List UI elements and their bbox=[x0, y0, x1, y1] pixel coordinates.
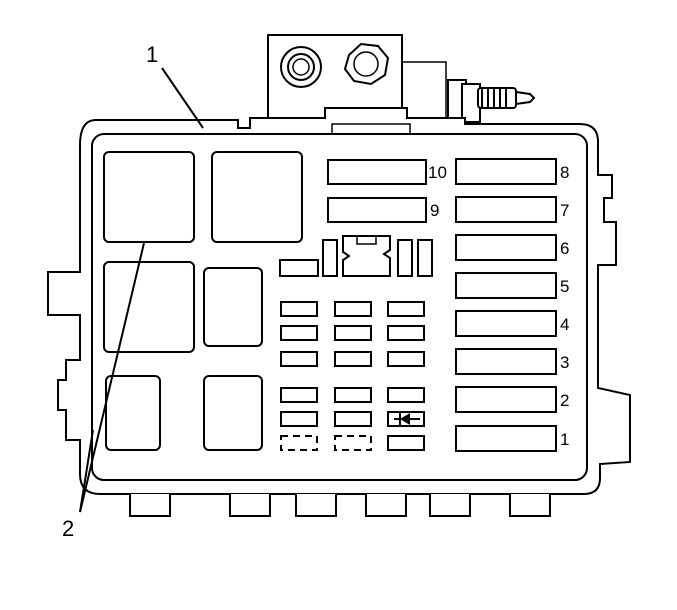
mini-fuse bbox=[280, 301, 318, 317]
empty-fuse-slot bbox=[334, 435, 372, 451]
bracket-stud-left bbox=[280, 46, 322, 88]
mini-fuse bbox=[334, 301, 372, 317]
relay-grid bbox=[103, 151, 303, 451]
mini-fuse bbox=[387, 351, 425, 367]
callout-2: 2 bbox=[62, 242, 145, 541]
mini-fuse bbox=[280, 325, 318, 341]
bracket-nut-right bbox=[343, 42, 390, 86]
relay bbox=[105, 375, 161, 451]
callout-label-2: 2 bbox=[62, 516, 74, 541]
vertical-fuse bbox=[397, 239, 413, 277]
mini-fuse bbox=[334, 351, 372, 367]
maxi-fuse-6 bbox=[455, 234, 557, 261]
fuse-label-1: 1 bbox=[560, 430, 569, 449]
maxi-fuse-5 bbox=[455, 272, 557, 299]
fuse-label-7: 7 bbox=[560, 201, 569, 220]
mini-fuse bbox=[280, 411, 318, 427]
mini-fuse bbox=[387, 387, 425, 403]
cable-connector bbox=[447, 79, 536, 123]
maxi-fuse-2 bbox=[455, 386, 557, 413]
mini-fuse bbox=[334, 387, 372, 403]
maxi-fuse-4 bbox=[455, 310, 557, 337]
fuse-label-8: 8 bbox=[560, 163, 569, 182]
right-maxi-fuses: 8 7 6 5 4 3 2 1 bbox=[455, 158, 569, 452]
mini-fuse bbox=[280, 351, 318, 367]
vertical-fuse bbox=[322, 239, 338, 277]
mini-fuse bbox=[279, 259, 319, 277]
fuse-label-5: 5 bbox=[560, 277, 569, 296]
mini-fuse bbox=[280, 387, 318, 403]
relay bbox=[203, 375, 263, 451]
maxi-fuse-10 bbox=[327, 159, 427, 185]
maxi-fuse-8 bbox=[455, 158, 557, 185]
empty-fuse-slot bbox=[280, 435, 318, 451]
maxi-fuse-3 bbox=[455, 348, 557, 375]
callout-1: 1 bbox=[146, 42, 204, 129]
housing-bottom-tabs bbox=[129, 494, 551, 517]
fuse-label-10: 10 bbox=[428, 163, 447, 182]
diode-symbol-icon bbox=[394, 413, 420, 425]
fuse-label-9: 9 bbox=[430, 201, 439, 220]
maxi-fuse-1 bbox=[455, 425, 557, 452]
maxi-fuse-7 bbox=[455, 196, 557, 223]
mini-fuse bbox=[334, 411, 372, 427]
mini-fuse bbox=[334, 325, 372, 341]
callout-label-1: 1 bbox=[146, 42, 158, 67]
relay bbox=[103, 261, 195, 353]
mini-fuse-grid bbox=[280, 301, 425, 451]
fuse-label-4: 4 bbox=[560, 315, 569, 334]
fuse-label-6: 6 bbox=[560, 239, 569, 258]
vertical-fuse bbox=[417, 239, 433, 277]
mini-fuse bbox=[387, 325, 425, 341]
mini-fuse bbox=[387, 301, 425, 317]
relay bbox=[103, 151, 195, 243]
mini-fuse bbox=[387, 435, 425, 451]
fuse-label-3: 3 bbox=[560, 353, 569, 372]
center-components bbox=[279, 235, 433, 277]
mounting-bracket bbox=[267, 34, 447, 125]
relay bbox=[203, 267, 263, 347]
middle-maxi-fuses: 10 9 bbox=[327, 159, 447, 223]
fuse-label-2: 2 bbox=[560, 391, 569, 410]
relay bbox=[211, 151, 303, 243]
maxi-fuse-9 bbox=[327, 197, 427, 223]
micro-relay-socket bbox=[342, 235, 391, 277]
